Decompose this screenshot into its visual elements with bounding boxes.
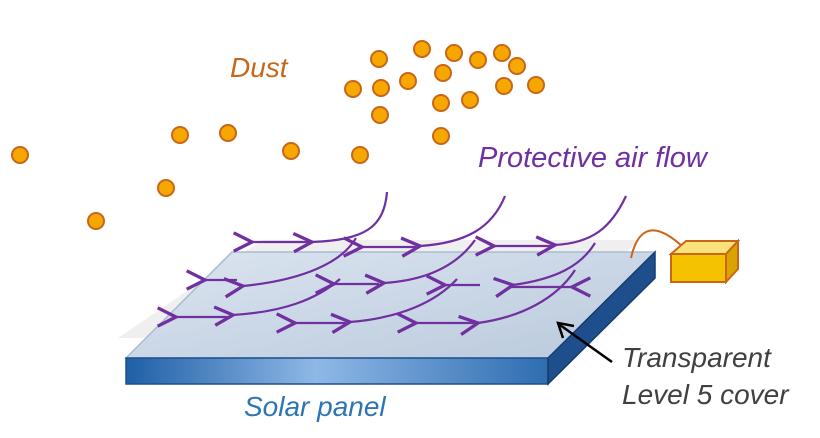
dust-particle-icon xyxy=(495,77,513,95)
dust-label: Dust xyxy=(230,52,288,83)
dust-particle-icon xyxy=(469,51,487,69)
dust-particle-icon xyxy=(282,142,300,160)
air-flow-arrows xyxy=(176,191,627,323)
dust-particle-icon xyxy=(219,124,237,142)
air-flow-label: Protective air flow xyxy=(478,142,707,174)
dust-particle-icon xyxy=(351,146,369,164)
dust-particle-icon xyxy=(413,40,431,58)
dust-particle-icon xyxy=(527,76,545,94)
dust-particle-icon xyxy=(372,79,390,97)
blower-device-icon xyxy=(630,229,741,285)
dust-particle-icon xyxy=(87,212,105,230)
dust-particle-icon xyxy=(432,94,450,112)
air-flow-arrow-icon xyxy=(312,191,389,242)
air-flow-arrow-icon xyxy=(513,242,596,285)
dust-particle-icon xyxy=(445,44,463,62)
air-flow-arrow-icon xyxy=(555,195,627,245)
pointer-arrow-icon xyxy=(556,321,613,364)
dust-particle-icon xyxy=(508,57,526,75)
dust-particle-icon xyxy=(157,179,175,197)
dust-particle-icon xyxy=(370,50,388,68)
cover-label-line-1: Transparent xyxy=(622,342,771,373)
cover-label: Transparent Level 5 cover xyxy=(622,339,789,413)
air-flow-arrow-icon xyxy=(384,239,476,283)
panel-side-face xyxy=(547,250,656,386)
dust-particle-icon xyxy=(11,146,29,164)
dust-particle-icon xyxy=(399,72,417,90)
dust-particle-icon xyxy=(371,106,389,124)
dust-particle-icon xyxy=(461,91,479,109)
dust-particle-icon xyxy=(171,126,189,144)
device-wire xyxy=(630,229,685,259)
device-front xyxy=(670,253,727,283)
solar-panel-label: Solar panel xyxy=(244,391,386,422)
device-side xyxy=(725,238,739,285)
dust-particle-icon xyxy=(432,127,450,145)
air-flow-arrow-icon xyxy=(420,195,507,246)
dust-particles xyxy=(11,40,545,230)
dust-particle-icon xyxy=(344,80,362,98)
cover-label-line-2: Level 5 cover xyxy=(622,379,789,410)
air-flow-arrow-icon xyxy=(478,269,576,323)
solar-panel xyxy=(118,240,657,386)
dust-particle-icon xyxy=(493,44,511,62)
panel-front-face xyxy=(125,357,549,385)
dust-particle-icon xyxy=(434,64,452,82)
